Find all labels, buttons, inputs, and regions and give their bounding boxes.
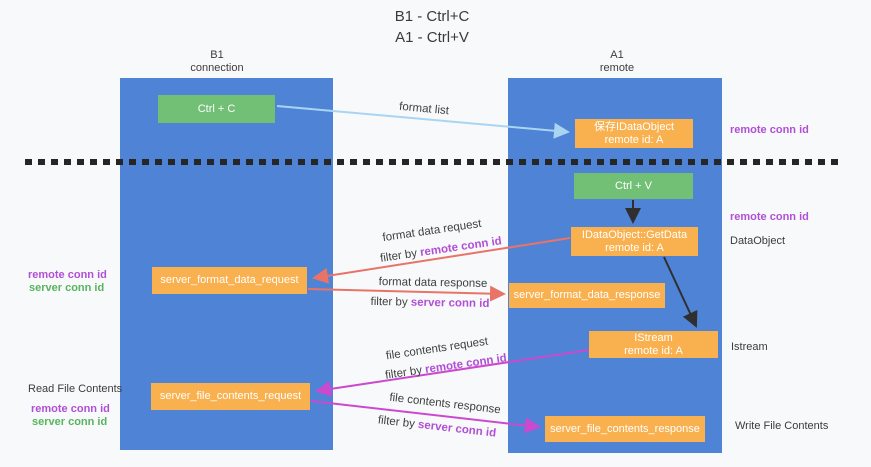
server-format-data-request-label: server_format_data_request (160, 274, 299, 286)
file-contents-response-filter-label: filter by server conn id (377, 414, 496, 439)
lane-header-b1: B1 connection (137, 49, 297, 74)
getdata-line2: remote id: A (605, 241, 664, 254)
title-line-1: B1 - Ctrl+C (394, 8, 470, 25)
node-server-file-contents-request: server_file_contents_request (151, 383, 310, 410)
filter-by-text: filter by (377, 414, 419, 431)
annotation-left-remote-conn-id-2: remote conn id (31, 403, 110, 415)
server-conn-id-highlight: server conn id (410, 296, 490, 311)
ctrl-c-label: Ctrl + C (197, 102, 236, 115)
format-data-response-arrow (307, 285, 506, 302)
node-istream: IStream remote id: A (589, 331, 718, 358)
format-data-response-label: format data response (378, 276, 488, 290)
annotation-istream: Istream (731, 341, 768, 353)
filter-by-text: filter by (379, 247, 422, 265)
node-ctrl-c: Ctrl + C (158, 95, 275, 123)
annotation-remote-conn-id-mid: remote conn id (730, 211, 809, 223)
filter-by-text: filter by (370, 295, 411, 309)
node-server-file-contents-response: server_file_contents_response (545, 416, 705, 442)
diagram-title: B1 - Ctrl+C A1 - Ctrl+V (320, 6, 544, 48)
lane-a1-name: A1 (610, 49, 624, 61)
format-data-response-filter-label: filter by server conn id (370, 296, 489, 310)
remote-conn-id-highlight: remote conn id (419, 235, 503, 259)
file-contents-response-label: file contents response (388, 391, 502, 417)
node-save-idataobject: 保存IDataObject remote id: A (575, 119, 693, 148)
annotation-left-server-conn-id-1: server conn id (29, 282, 105, 294)
copy-paste-separator-dashed-line (25, 159, 843, 165)
save-idataobject-line1: 保存IDataObject (593, 120, 675, 133)
node-ctrl-v: Ctrl + V (574, 173, 693, 199)
lane-b1-name: B1 (210, 49, 224, 61)
annotation-left-server-conn-id-2: server conn id (32, 416, 108, 428)
node-idataobject-getdata: IDataObject::GetData remote id: A (571, 227, 698, 256)
annotation-read-file-contents: Read File Contents (28, 383, 123, 395)
remote-conn-id-highlight: remote conn id (424, 352, 508, 376)
annotation-write-file-contents: Write File Contents (735, 420, 829, 432)
annotation-remote-conn-id-top: remote conn id (730, 124, 809, 136)
node-server-format-data-request: server_format_data_request (152, 267, 307, 294)
istream-line1: IStream (634, 331, 673, 344)
ctrl-v-label: Ctrl + V (615, 179, 652, 192)
getdata-line1: IDataObject::GetData (581, 228, 688, 241)
save-idataobject-line2: remote id: A (604, 133, 664, 146)
node-server-format-data-response: server_format_data_response (509, 283, 665, 308)
annotation-dataobject: DataObject (730, 235, 786, 247)
filter-by-text: filter by (384, 364, 427, 382)
server-file-contents-response-label: server_file_contents_response (550, 422, 700, 435)
istream-line2: remote id: A (624, 344, 683, 357)
lane-b1-role: connection (190, 61, 244, 74)
annotation-left-remote-conn-id-1: remote conn id (28, 269, 107, 281)
server-file-contents-request-label: server_file_contents_request (159, 390, 302, 402)
lane-a1-role: remote (599, 61, 635, 74)
server-conn-id-highlight: server conn id (417, 418, 497, 440)
server-format-data-response-label: server_format_data_response (513, 289, 661, 301)
format-list-label: format list (398, 100, 450, 118)
title-line-2: A1 - Ctrl+V (395, 29, 469, 46)
lane-header-a1: A1 remote (537, 49, 697, 74)
